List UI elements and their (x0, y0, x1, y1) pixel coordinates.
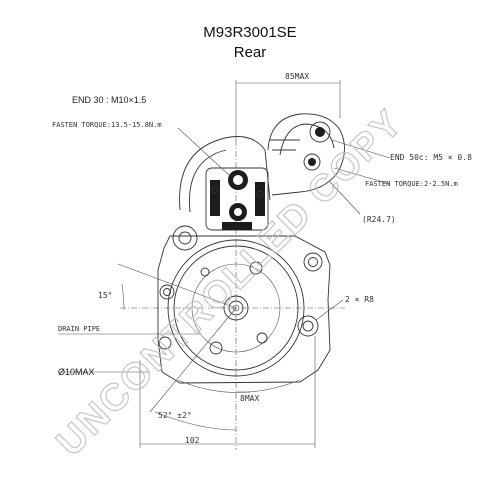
radius-label: (R24.7) (362, 215, 396, 224)
solenoid-terminal-block (179, 136, 271, 231)
part-number-title: M93R3001SE (203, 24, 296, 41)
holes-label: 2 × R8 (345, 295, 374, 304)
motor-end-cover (167, 239, 305, 377)
end30-label: END 30 : M10×1.5 (72, 95, 146, 105)
end50-label: END 50c: M5 × 0.8 (390, 153, 472, 162)
drain-pipe-label: DRAIN PIPE (58, 325, 100, 333)
view-title: Rear (234, 44, 267, 61)
end50-terminal (267, 113, 345, 196)
fasten-torque-50-label: FASTEN TORQUE:2-2.5N.m (365, 180, 458, 188)
diameter-label: Ø10MAX (58, 367, 95, 377)
mounting-flange (157, 225, 331, 393)
dim-8max-label: 8MAX (240, 394, 259, 403)
watermark: UNCONTROLLED COPY (49, 102, 412, 465)
angle-52-label: 52° ±2° (158, 411, 192, 420)
center-lines (120, 140, 345, 450)
dimension-lines (58, 80, 391, 448)
dim-102-label: 102 (185, 436, 200, 445)
dim-85max-label: 85MAX (285, 72, 309, 81)
angle-15-label: 15° (98, 291, 112, 300)
fasten-torque-main-label: FASTEN TORQUE:13.5-15.8N.m (52, 121, 162, 129)
